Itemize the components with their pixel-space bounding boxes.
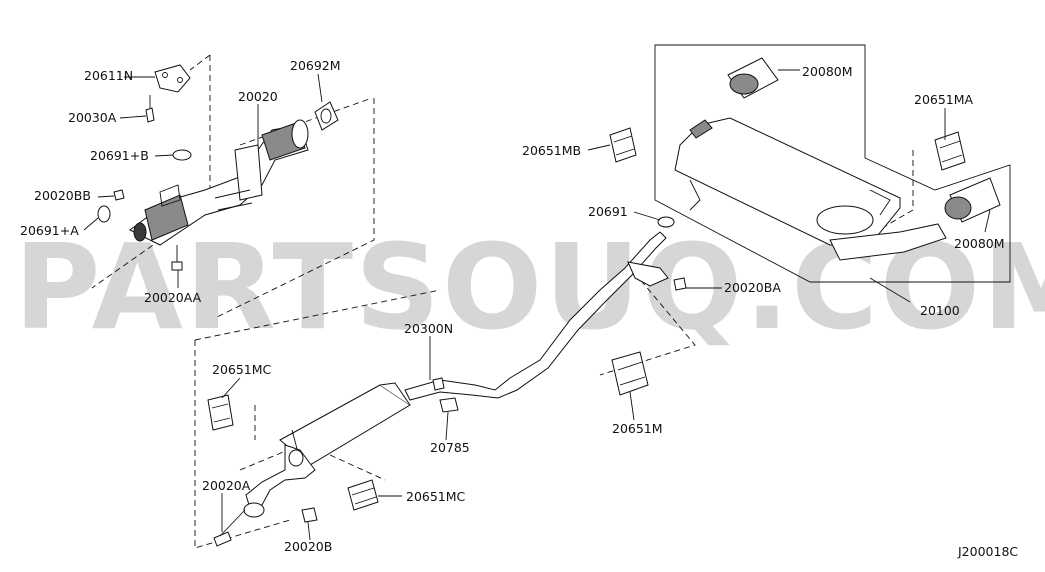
stud-bolt-20020A: [213, 509, 246, 547]
diagram-code: J200018C: [957, 544, 1018, 559]
mount-20651M: [611, 351, 649, 396]
label-20100: 20100: [920, 303, 960, 318]
tail-tip-20080M-right: [944, 177, 1001, 223]
hanger-bracket: [432, 377, 445, 391]
label-20692M: 20692M: [290, 58, 341, 73]
gasket-20691: [657, 216, 675, 228]
label-20651MC-bottom: 20651MC: [406, 489, 466, 504]
bolt-20030A: [145, 95, 155, 123]
label-20020BB: 20020BB: [34, 188, 91, 203]
main-muffler-20100: [674, 117, 947, 261]
label-20691: 20691: [588, 204, 628, 219]
mount-20651MA: [934, 131, 966, 171]
label-20080M-top: 20080M: [802, 64, 853, 79]
nut-20020BB: [113, 189, 125, 201]
label-20020B: 20020B: [284, 539, 332, 554]
tail-tip-20080M-top: [727, 57, 779, 99]
label-20691B: 20691+B: [90, 148, 149, 163]
label-20611N: 20611N: [84, 68, 133, 83]
mount-20651MC-left: [207, 394, 234, 431]
nut-20020BA: [673, 277, 687, 291]
nut-20020B: [301, 507, 318, 523]
label-20300N: 20300N: [404, 321, 453, 336]
label-20785: 20785: [430, 440, 470, 455]
mount-20651MC-bottom: [347, 479, 379, 511]
clamp-20785: [439, 397, 459, 413]
label-20651MB: 20651MB: [522, 143, 581, 158]
label-20651MC-left: 20651MC: [212, 362, 272, 377]
label-20020BA: 20020BA: [724, 280, 781, 295]
label-20691A: 20691+A: [20, 223, 79, 238]
catalytic-converter-20020: [129, 119, 309, 246]
part-labels: 20611N 20030A 20691+B 20020BB 20691+A 20…: [20, 58, 1018, 559]
label-20030A: 20030A: [68, 110, 117, 125]
center-pipe-20300N: [243, 231, 669, 518]
label-20020: 20020: [238, 89, 278, 104]
muffler-assembly-box: [654, 44, 1011, 283]
gasket-20692M: [314, 101, 339, 131]
bolt-20020AA: [171, 245, 183, 271]
gasket-20691B: [172, 149, 192, 161]
leader-lines: [83, 69, 991, 541]
label-20080M-right: 20080M: [954, 236, 1005, 251]
label-20651MA: 20651MA: [914, 92, 974, 107]
gasket-20691A: [97, 205, 111, 223]
mount-20651MB: [609, 127, 637, 163]
label-20020AA: 20020AA: [144, 290, 202, 305]
heat-insulator-20611N: [154, 64, 191, 93]
label-20020A: 20020A: [202, 478, 251, 493]
label-20651M: 20651M: [612, 421, 663, 436]
